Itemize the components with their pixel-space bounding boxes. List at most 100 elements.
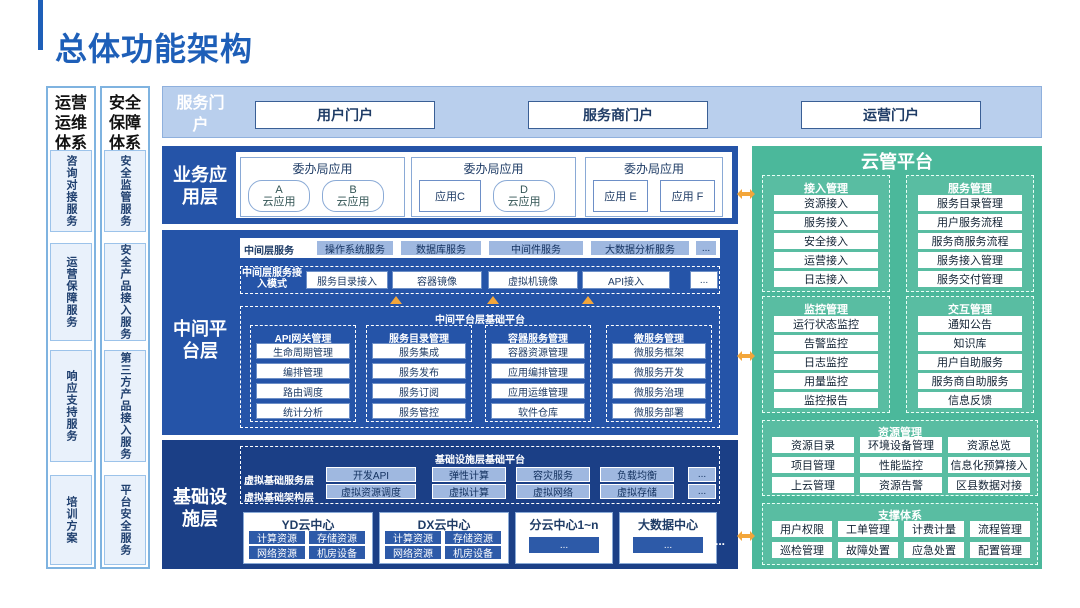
infra-row2-item[interactable]: 虚拟计算 bbox=[432, 484, 506, 499]
middle-group-item[interactable]: 微服务部署 bbox=[612, 403, 706, 419]
left-item-0-1[interactable]: 运营保障服务 bbox=[50, 243, 92, 341]
cloud-app-icon[interactable]: A 云应用 bbox=[248, 180, 310, 212]
access-mode-2[interactable]: 虚拟机镜像 bbox=[488, 271, 578, 289]
provider-portal-button[interactable]: 服务商门户 bbox=[528, 101, 708, 129]
datacenter-resource[interactable]: 网络资源 bbox=[385, 546, 441, 560]
cloud-app-icon[interactable]: B 云应用 bbox=[322, 180, 384, 212]
access-mode-0[interactable]: 服务目录接入 bbox=[306, 271, 388, 289]
cloud-box-item[interactable]: 安全接入 bbox=[774, 233, 878, 249]
cloud-box-item[interactable]: 告警监控 bbox=[774, 335, 878, 351]
cloud-box-item[interactable]: 监控报告 bbox=[774, 392, 878, 408]
infra-row1-item[interactable]: 负载均衡 bbox=[600, 467, 674, 482]
middle-service-3[interactable]: 大数据分析服务 bbox=[590, 240, 690, 256]
datacenter-resource[interactable]: 网络资源 bbox=[249, 546, 305, 560]
cloud-box-item[interactable]: 日志监控 bbox=[774, 354, 878, 370]
app-button[interactable]: 应用C bbox=[419, 180, 481, 212]
cloud-box-item[interactable]: 服务交付管理 bbox=[918, 271, 1022, 287]
infra-row1-item[interactable]: 容灾服务 bbox=[516, 467, 590, 482]
resource-item[interactable]: 资源告警 bbox=[860, 477, 942, 493]
cloud-box-item[interactable]: 通知公告 bbox=[918, 316, 1022, 332]
middle-group-item[interactable]: 统计分析 bbox=[256, 403, 350, 419]
datacenter-resource[interactable]: 机房设备 bbox=[309, 546, 365, 560]
middle-group-item[interactable]: 应用编排管理 bbox=[491, 363, 585, 379]
infra-row2-item[interactable]: ... bbox=[688, 484, 716, 499]
left-item-1-2[interactable]: 第三方产品接入服务 bbox=[104, 350, 146, 462]
infra-row1-item[interactable]: ... bbox=[688, 467, 716, 482]
cloud-box-item[interactable]: 服务接入 bbox=[774, 214, 878, 230]
support-item[interactable]: 配置管理 bbox=[970, 542, 1030, 558]
access-mode-1[interactable]: 容器镜像 bbox=[392, 271, 482, 289]
cloud-box-item[interactable]: 服务接入管理 bbox=[918, 252, 1022, 268]
middle-group-item[interactable]: 编排管理 bbox=[256, 363, 350, 379]
cloud-box-item[interactable]: 用量监控 bbox=[774, 373, 878, 389]
resource-item[interactable]: 信息化预算接入 bbox=[948, 457, 1030, 473]
middle-group-item[interactable]: 应用运维管理 bbox=[491, 383, 585, 399]
support-item[interactable]: 巡检管理 bbox=[772, 542, 832, 558]
cloud-box-item[interactable]: 服务目录管理 bbox=[918, 195, 1022, 211]
middle-service-1[interactable]: 数据库服务 bbox=[400, 240, 482, 256]
support-item[interactable]: 用户权限 bbox=[772, 521, 832, 537]
cloud-box-item[interactable]: 资源接入 bbox=[774, 195, 878, 211]
cloud-box-item[interactable]: 日志接入 bbox=[774, 271, 878, 287]
support-item[interactable]: 工单管理 bbox=[838, 521, 898, 537]
middle-group-item[interactable]: 服务订阅 bbox=[372, 383, 466, 399]
datacenter-resource[interactable]: 存储资源 bbox=[309, 531, 365, 545]
middle-group-item[interactable]: 微服务框架 bbox=[612, 343, 706, 359]
cloud-box-item[interactable]: 运营接入 bbox=[774, 252, 878, 268]
middle-group-item[interactable]: 路由调度 bbox=[256, 383, 350, 399]
support-item[interactable]: 故障处置 bbox=[838, 542, 898, 558]
cloud-box-item[interactable]: 信息反馈 bbox=[918, 392, 1022, 408]
app-button[interactable]: 应用 E bbox=[593, 180, 648, 212]
infra-row1-item[interactable]: 弹性计算 bbox=[432, 467, 506, 482]
support-item[interactable]: 应急处置 bbox=[904, 542, 964, 558]
cloud-box-item[interactable]: 服务商自助服务 bbox=[918, 373, 1022, 389]
middle-service-2[interactable]: 中间件服务 bbox=[488, 240, 584, 256]
middle-group-item[interactable]: 服务集成 bbox=[372, 343, 466, 359]
left-item-1-3[interactable]: 平台安全服务 bbox=[104, 475, 146, 565]
resource-item[interactable]: 区县数据对接 bbox=[948, 477, 1030, 493]
infra-row1-item[interactable]: 开发API bbox=[326, 467, 416, 482]
resource-item[interactable]: 上云管理 bbox=[772, 477, 854, 493]
middle-group-item[interactable]: 容器资源管理 bbox=[491, 343, 585, 359]
access-mode-3[interactable]: API接入 bbox=[582, 271, 670, 289]
middle-service-4[interactable]: ... bbox=[695, 240, 717, 256]
infra-row2-item[interactable]: 虚拟存储 bbox=[600, 484, 674, 499]
infra-row2-item[interactable]: 虚拟网络 bbox=[516, 484, 590, 499]
datacenter-resource[interactable]: 存储资源 bbox=[445, 531, 501, 545]
support-item[interactable]: 流程管理 bbox=[970, 521, 1030, 537]
middle-group-item[interactable]: 生命周期管理 bbox=[256, 343, 350, 359]
ops-portal-button[interactable]: 运营门户 bbox=[801, 101, 981, 129]
middle-group-item[interactable]: 服务发布 bbox=[372, 363, 466, 379]
cloud-box-item[interactable]: 用户自助服务 bbox=[918, 354, 1022, 370]
datacenter-more[interactable]: ... bbox=[633, 537, 703, 553]
datacenter-resource[interactable]: 计算资源 bbox=[385, 531, 441, 545]
cloud-box-item[interactable]: 用户服务流程 bbox=[918, 214, 1022, 230]
support-item[interactable]: 计费计量 bbox=[904, 521, 964, 537]
resource-item[interactable]: 资源总览 bbox=[948, 437, 1030, 453]
middle-group-item[interactable]: 微服务开发 bbox=[612, 363, 706, 379]
left-item-0-2[interactable]: 响应支持服务 bbox=[50, 350, 92, 462]
left-item-0-3[interactable]: 培训方案 bbox=[50, 475, 92, 565]
middle-group-item[interactable]: 微服务治理 bbox=[612, 383, 706, 399]
resource-item[interactable]: 资源目录 bbox=[772, 437, 854, 453]
left-item-1-0[interactable]: 安全监管服务 bbox=[104, 150, 146, 232]
left-item-1-1[interactable]: 安全产品接入服务 bbox=[104, 243, 146, 341]
cloud-app-icon[interactable]: D 云应用 bbox=[493, 180, 555, 212]
resource-item[interactable]: 环境设备管理 bbox=[860, 437, 942, 453]
app-button[interactable]: 应用 F bbox=[660, 180, 715, 212]
cloud-box-item[interactable]: 运行状态监控 bbox=[774, 316, 878, 332]
left-item-0-0[interactable]: 咨询对接服务 bbox=[50, 150, 92, 232]
middle-group-item[interactable]: 服务管控 bbox=[372, 403, 466, 419]
cloud-box-item[interactable]: 服务商服务流程 bbox=[918, 233, 1022, 249]
middle-group-item[interactable]: 软件仓库 bbox=[491, 403, 585, 419]
middle-service-0[interactable]: 操作系统服务 bbox=[316, 240, 394, 256]
resource-item[interactable]: 性能监控 bbox=[860, 457, 942, 473]
user-portal-button[interactable]: 用户门户 bbox=[255, 101, 435, 129]
resource-item[interactable]: 项目管理 bbox=[772, 457, 854, 473]
datacenter-resource[interactable]: 机房设备 bbox=[445, 546, 501, 560]
access-mode-4[interactable]: ... bbox=[690, 271, 718, 289]
datacenter-resource[interactable]: 计算资源 bbox=[249, 531, 305, 545]
datacenter-more[interactable]: ... bbox=[529, 537, 599, 553]
infra-row2-item[interactable]: 虚拟资源调度 bbox=[326, 484, 416, 499]
cloud-box-item[interactable]: 知识库 bbox=[918, 335, 1022, 351]
